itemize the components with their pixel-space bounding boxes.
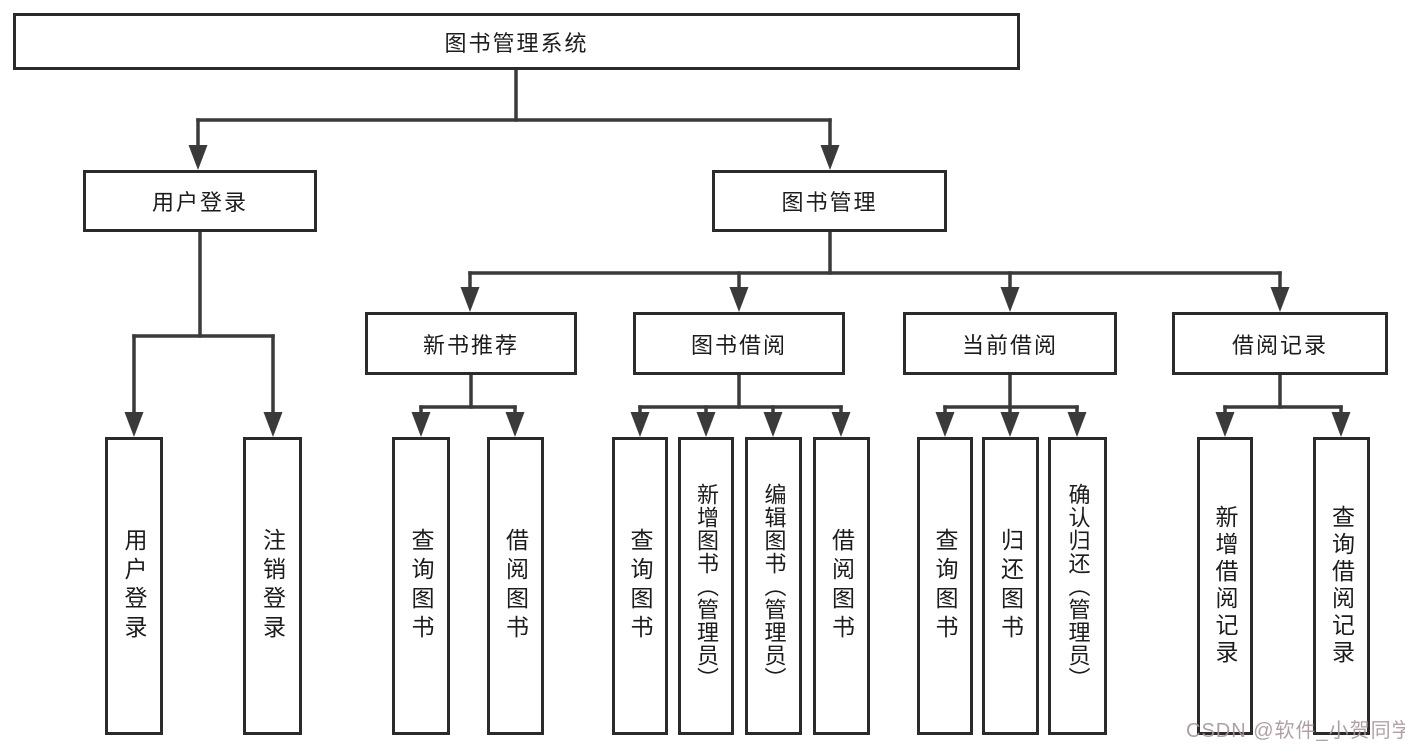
arrowhead [411, 412, 431, 437]
node-label: 查询借阅记录 [1328, 505, 1355, 667]
arrowhead [831, 412, 851, 437]
node-book-borrow: 图书借阅 [633, 312, 845, 375]
connector-current-borrow [935, 373, 1087, 437]
node-label: 借阅图书 [828, 528, 855, 644]
leaf-return-book: 归还图书 [982, 437, 1039, 735]
node-user-login: 用户登录 [83, 170, 317, 232]
leaf-borrow-books-2: 借阅图书 [813, 437, 870, 735]
node-label: 当前借阅 [961, 332, 1058, 358]
node-book-management: 图书管理 [712, 170, 947, 232]
node-current-borrow: 当前借阅 [903, 312, 1117, 375]
arrowhead [729, 287, 749, 312]
node-label: 查询图书 [932, 528, 958, 644]
node-label: 用户登录 [151, 190, 248, 215]
node-label: 归还图书 [997, 528, 1024, 644]
leaf-add-borrow-record: 新增借阅记录 [1197, 437, 1253, 735]
connector-new-book-recommend [411, 373, 525, 437]
node-new-book-recommend: 新书推荐 [365, 312, 577, 375]
node-label: 图书借阅 [690, 332, 787, 358]
arrowhead [1000, 287, 1020, 312]
leaf-logout: 注销登录 [243, 437, 302, 735]
node-label: 新书推荐 [422, 332, 519, 358]
arrowhead [1215, 412, 1235, 437]
node-label: 图书管理系统 [444, 30, 589, 56]
connector-user-login [124, 230, 283, 437]
arrowhead [935, 412, 955, 437]
arrowhead [188, 145, 208, 170]
csdn-watermark: CSDN @软件_小贺同学 [1186, 720, 1405, 742]
arrowhead [696, 412, 716, 437]
node-label: 查询图书 [627, 528, 653, 644]
arrowhead [763, 412, 783, 437]
leaf-add-book-admin: 新增图书（管理员） [678, 437, 734, 735]
node-label: 新增借阅记录 [1212, 505, 1238, 667]
node-library-system: 图书管理系统 [13, 13, 1020, 70]
arrowhead [1331, 412, 1351, 437]
node-label: 用户登录 [121, 528, 147, 644]
node-label: 图书管理 [781, 190, 878, 215]
connector-borrow-records [1215, 373, 1351, 437]
connector-book-management [460, 230, 1290, 312]
arrowhead [820, 145, 840, 170]
arrowhead [263, 412, 283, 437]
leaf-edit-book-admin: 编辑图书（管理员） [745, 437, 802, 735]
node-label: 查询图书 [408, 528, 434, 644]
arrowhead [1270, 287, 1290, 312]
leaf-query-books-borrow: 查询图书 [612, 437, 668, 735]
connector-root [188, 68, 840, 170]
connector-book-borrow [630, 373, 851, 437]
arrowhead [1067, 412, 1087, 437]
node-label: 确认归还（管理员） [1065, 482, 1091, 690]
node-label: 借阅图书 [502, 528, 529, 644]
arrowhead [1000, 412, 1020, 437]
node-label: 借阅记录 [1231, 332, 1328, 358]
node-label: 编辑图书（管理员） [761, 482, 787, 690]
leaf-confirm-return-admin: 确认归还（管理员） [1048, 437, 1107, 735]
node-label: 新增图书（管理员） [694, 482, 719, 690]
node-label: 注销登录 [259, 528, 286, 644]
leaf-query-borrow-record: 查询借阅记录 [1313, 437, 1370, 735]
arrowhead [505, 412, 525, 437]
leaf-user-login: 用户登录 [105, 437, 163, 735]
arrowhead [460, 287, 480, 312]
arrowhead [630, 412, 650, 437]
arrowhead [124, 412, 144, 437]
node-borrow-records: 借阅记录 [1172, 312, 1388, 375]
leaf-query-books-current: 查询图书 [917, 437, 973, 735]
leaf-query-books-recommend: 查询图书 [392, 437, 450, 735]
leaf-borrow-books-recommend: 借阅图书 [487, 437, 544, 735]
